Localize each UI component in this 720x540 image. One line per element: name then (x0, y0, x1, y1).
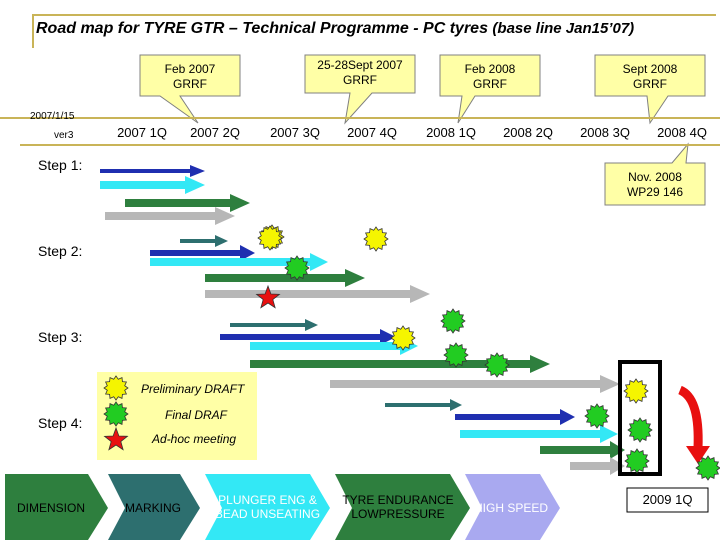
arrow-teal (230, 319, 318, 331)
chevron-marking-label: MARKING (124, 501, 181, 515)
step1-arrows (100, 165, 250, 225)
final-draft-marker (584, 403, 610, 429)
step-label: Step 2: (38, 243, 83, 259)
final-stage-frame (618, 360, 662, 476)
arrow-gray (330, 375, 620, 393)
callout-sept-2007 (304, 54, 416, 125)
arrow-cyan (150, 253, 328, 271)
quarter-label: 2008 4Q (657, 125, 707, 140)
final-draft-marker (440, 308, 466, 334)
chevron-plunger-label: PLUNGER ENG & BEAD UNSEATING (214, 493, 321, 521)
arrow-cyan (460, 425, 618, 443)
legend-final: Final DRAF (165, 408, 228, 422)
arrow-green (125, 194, 250, 212)
chevron-marking (108, 474, 200, 540)
arrow-cyan (250, 337, 418, 355)
adhoc-meeting-star (103, 426, 129, 451)
quarter-label: 2008 3Q (580, 125, 630, 140)
step2-arrows (150, 235, 430, 303)
step-label: Step 3: (38, 329, 83, 345)
adhoc-meeting-star (255, 284, 281, 309)
chevron-high-speed-label: HIGH SPEED (473, 501, 548, 515)
arrow-cyan (100, 176, 205, 194)
final-draft-marker (484, 352, 510, 378)
title-frame (32, 14, 716, 48)
arrow-gray (105, 207, 235, 225)
callout-feb-2007 (139, 54, 241, 124)
preliminary-draft-marker (390, 325, 416, 351)
preliminary-draft-marker (103, 375, 129, 401)
arrow-teal (180, 235, 228, 247)
final-draft-marker (624, 448, 650, 474)
chevron-dimension-label: DIMENSION (16, 501, 85, 515)
page-title: Road map for TYRE GTR – Technical Progra… (36, 20, 635, 37)
chevron-endurance-label: TYRE ENDURANCE LOWPRESSURE (342, 493, 454, 521)
arrow-navy (455, 409, 575, 425)
preliminary-draft-marker (623, 378, 649, 404)
chevron-row (5, 474, 560, 540)
chevron-dimension (5, 474, 108, 540)
step3-arrows (220, 319, 620, 393)
arrow-green (540, 441, 625, 459)
legend-adhoc: Ad-hoc meeting (152, 432, 237, 446)
chevron-plunger (205, 474, 330, 540)
quarter-label: 2007 2Q (190, 125, 240, 140)
final-draft-marker (103, 401, 129, 427)
red-curved-arrow (677, 385, 703, 449)
quarter-label: 2007 1Q (117, 125, 167, 140)
preliminary-draft-marker (363, 226, 389, 252)
final-label-box (626, 487, 709, 513)
red-arrow-head (686, 446, 710, 464)
step-label: Step 1: (38, 157, 83, 173)
legend-preliminary: Preliminary DRAFT (141, 382, 245, 396)
arrow-green (205, 269, 365, 287)
final-draft-marker (284, 255, 310, 281)
chevron-endurance (335, 474, 470, 540)
quarter-label: 2008 1Q (426, 125, 476, 140)
quarter-label: 2008 2Q (503, 125, 553, 140)
arrow-green (250, 355, 550, 373)
quarter-label: 2007 4Q (347, 125, 397, 140)
callout-sept-2008 (594, 54, 706, 125)
preliminary-draft-marker (257, 225, 283, 251)
baseline-date: 2007/1/15 (30, 111, 75, 122)
step-label: Step 4: (38, 415, 83, 431)
arrow-navy (220, 329, 396, 345)
callout-feb-2008 (439, 54, 541, 124)
callout-nov-2008 (604, 142, 706, 206)
arrow-teal (385, 399, 462, 411)
arrow-navy (150, 245, 255, 261)
final-draft-marker (627, 417, 653, 443)
arrow-gray (205, 285, 430, 303)
version-label: ver3 (54, 130, 74, 141)
final-quarter-label: 2009 1Q (642, 492, 693, 507)
arrow-navy (100, 165, 205, 177)
final-draft-marker (443, 342, 469, 368)
step4-arrows (385, 399, 625, 475)
final-draft-marker (695, 455, 720, 481)
quarter-label: 2007 3Q (270, 125, 320, 140)
arrow-gray (570, 457, 625, 475)
chevron-high-speed (465, 474, 560, 540)
